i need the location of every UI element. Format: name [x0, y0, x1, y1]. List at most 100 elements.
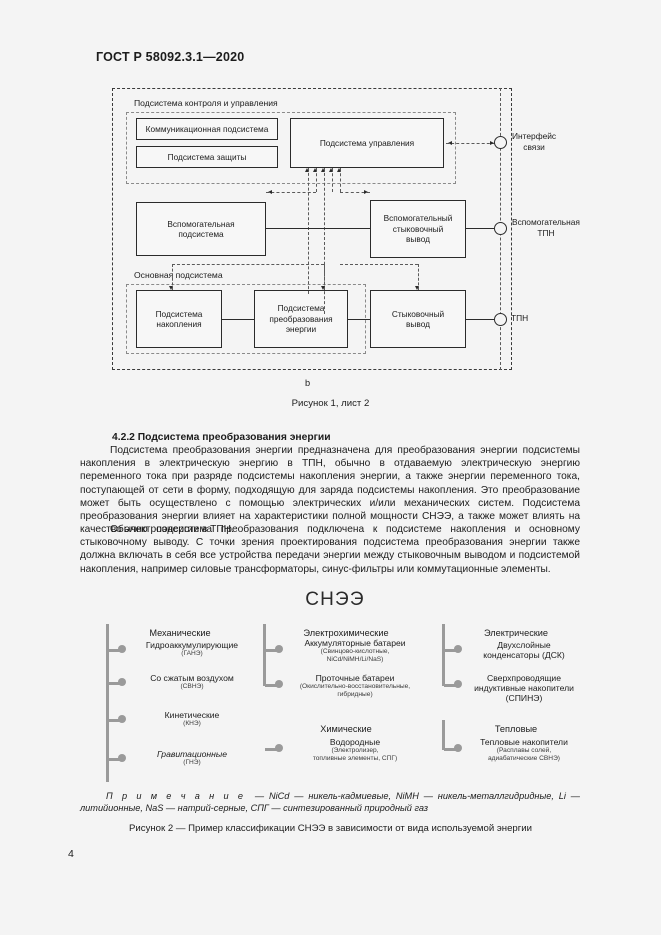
leaf-line1: Проточные батареи — [315, 673, 395, 683]
connector-aux-coupling-signal — [340, 192, 370, 193]
tree-stub — [108, 682, 122, 685]
leaf-line2: индуктивные накопители (СПИНЭ) — [474, 683, 574, 703]
tree-stub — [265, 748, 279, 751]
leaf-line2: (ГНЭ) — [183, 759, 201, 766]
tree-column-head-2: Электрические — [483, 628, 549, 638]
tree-stub — [265, 649, 279, 652]
section-title: 4.2.2 Подсистема преобразования энергии — [112, 432, 331, 443]
tree-stub — [444, 748, 458, 751]
standard-header: ГОСТ Р 58092.3.1—2020 — [96, 50, 245, 64]
tree-stub — [444, 649, 458, 652]
tree-trunk-4 — [442, 720, 446, 750]
box-communication-subsystem: Коммуникационная подсистема — [136, 118, 278, 140]
arrow-up-icon — [329, 168, 334, 172]
terminal-node-tpn — [494, 313, 507, 326]
leaf-line2: (ГАНЭ) — [181, 650, 203, 657]
box-conversion-subsystem: Подсистема преобразования энергии — [254, 290, 348, 348]
figure-2-caption: Рисунок 2 — Пример классификации СНЭЭ в … — [129, 823, 532, 834]
signal-drop-conversion — [324, 264, 325, 290]
figure-1-caption: Рисунок 1, лист 2 — [291, 398, 370, 409]
power-line-storage-conversion — [222, 319, 254, 321]
tree-node-dot — [118, 754, 126, 762]
signal-line-4 — [332, 168, 333, 192]
tree-leaf-1-0: Аккумуляторные батареи (Свинцово-кислотн… — [280, 638, 430, 664]
leaf-line2: (Расплавы солей, адиабатические СВНЭ) — [487, 747, 561, 762]
tree-column-head-1: Электрохимические — [303, 628, 389, 638]
paragraph-1-text: Подсистема преобразования энергии предна… — [80, 445, 580, 536]
box-protection-subsystem: Подсистема защиты — [136, 146, 278, 168]
tree-stub — [265, 684, 279, 687]
tree-stub — [108, 719, 122, 722]
tree-leaf-2-1: Сверхпроводящие индуктивные накопители (… — [458, 673, 590, 703]
signal-bus-left — [172, 264, 324, 265]
arrow-up-icon — [313, 168, 318, 172]
tree-node-dot — [118, 715, 126, 723]
paragraph-2: Обычно подсистема преобразования подключ… — [80, 523, 580, 576]
figure-note: П р и м е ч а н и е — NiCd — никель-кадм… — [80, 790, 580, 814]
tree-trunk-0 — [106, 624, 110, 782]
terminal-node-interface — [494, 136, 507, 149]
box-control-subsystem: Подсистема управления — [290, 118, 444, 168]
tree-column-head-0: Механические — [149, 628, 211, 638]
tree-leaf-0-3: Гравитационные (ГНЭ) — [128, 749, 256, 767]
leaf-line2: (Окислительно-восстановительные, гибридн… — [299, 683, 411, 698]
tree-node-dot — [118, 645, 126, 653]
tree-leaf-0-2: Кинетические (КНЭ) — [128, 710, 256, 728]
leaf-line1: Кинетические — [164, 710, 220, 720]
arrow-left-icon — [268, 189, 272, 194]
tree-stub — [108, 758, 122, 761]
terminal-label-tpn: ТПН — [511, 313, 529, 323]
tree-node-dot — [454, 744, 462, 752]
tree-stub — [108, 649, 122, 652]
arrow-down-icon — [415, 286, 420, 290]
paragraph-2-text: Обычно подсистема преобразования подключ… — [80, 524, 580, 575]
tree-node-dot — [118, 678, 126, 686]
tree-leaf-3-0: Водородные (Электролизер, топливные элем… — [280, 737, 430, 763]
leaf-line1: Гравитационные — [157, 749, 227, 759]
leaf-line1: Со сжатым воздухом — [150, 673, 234, 683]
signal-drop-coupling — [418, 264, 419, 290]
leaf-line1: Аккумуляторные батареи — [304, 638, 406, 648]
signal-line-2 — [316, 168, 317, 192]
signal-drop-storage — [172, 264, 173, 290]
leaf-line2: (КНЭ) — [183, 720, 201, 727]
arrow-up-icon — [305, 168, 310, 172]
power-line-conversion-coupling — [348, 319, 370, 321]
power-line-coupling-to-node — [466, 319, 494, 321]
box-auxiliary-subsystem: Вспомогательная подсистема — [136, 202, 266, 256]
note-text: — NiCd — никель-кадмиевые, NiMH — никель… — [80, 791, 580, 813]
signal-bus-right — [340, 264, 418, 265]
signal-line-3 — [324, 168, 325, 314]
leaf-line2: (СВНЭ) — [180, 683, 204, 690]
box-storage-subsystem: Подсистема накопления — [136, 290, 222, 348]
tree-node-dot — [275, 744, 283, 752]
arrow-down-icon — [169, 286, 174, 290]
tree-leaf-4-0: Тепловые накопители (Расплавы солей, ади… — [458, 737, 590, 763]
tree-leaf-0-0: Гидроаккумулирующие (ГАНЭ) — [128, 640, 256, 658]
tree-node-dot — [454, 680, 462, 688]
group-label-control: Подсистема контроля и управления — [134, 98, 278, 108]
figure-1-diagram: Подсистема контроля и управления Коммуни… — [112, 88, 580, 370]
tree-node-dot — [275, 680, 283, 688]
tree-column-head-3: Химические — [320, 724, 372, 734]
arrow-right-icon — [364, 189, 368, 194]
tree-leaf-0-1: Со сжатым воздухом (СВНЭ) — [128, 673, 256, 691]
leaf-line2: (Свинцово-кислотные, NiCd/NiMH/Li/NaS) — [320, 648, 390, 663]
leaf-line2: (Электролизер, топливные элементы, СПГ) — [312, 747, 398, 762]
terminal-label-interface: Интерфейс связи — [512, 131, 557, 152]
power-line-aux-to-node — [466, 228, 494, 230]
arrow-left-icon — [448, 140, 452, 145]
tree-node-dot — [275, 645, 283, 653]
leaf-line1: Сверхпроводящие — [486, 673, 562, 683]
page-number: 4 — [68, 848, 74, 860]
arrow-up-icon — [321, 168, 326, 172]
leaf-line1: Тепловые накопители — [480, 737, 568, 747]
tree-node-dot — [454, 645, 462, 653]
tree-leaf-1-1: Проточные батареи (Окислительно-восстано… — [276, 673, 434, 699]
tree-root-title: СНЭЭ — [305, 589, 365, 610]
arrow-down-icon — [321, 286, 326, 290]
leaf-line2: конденсаторы (ДСК) — [483, 650, 565, 660]
figure-2-diagram: СНЭЭ Механические Гидроаккумулирующие (Г… — [80, 589, 590, 782]
signal-line-5 — [340, 168, 341, 192]
